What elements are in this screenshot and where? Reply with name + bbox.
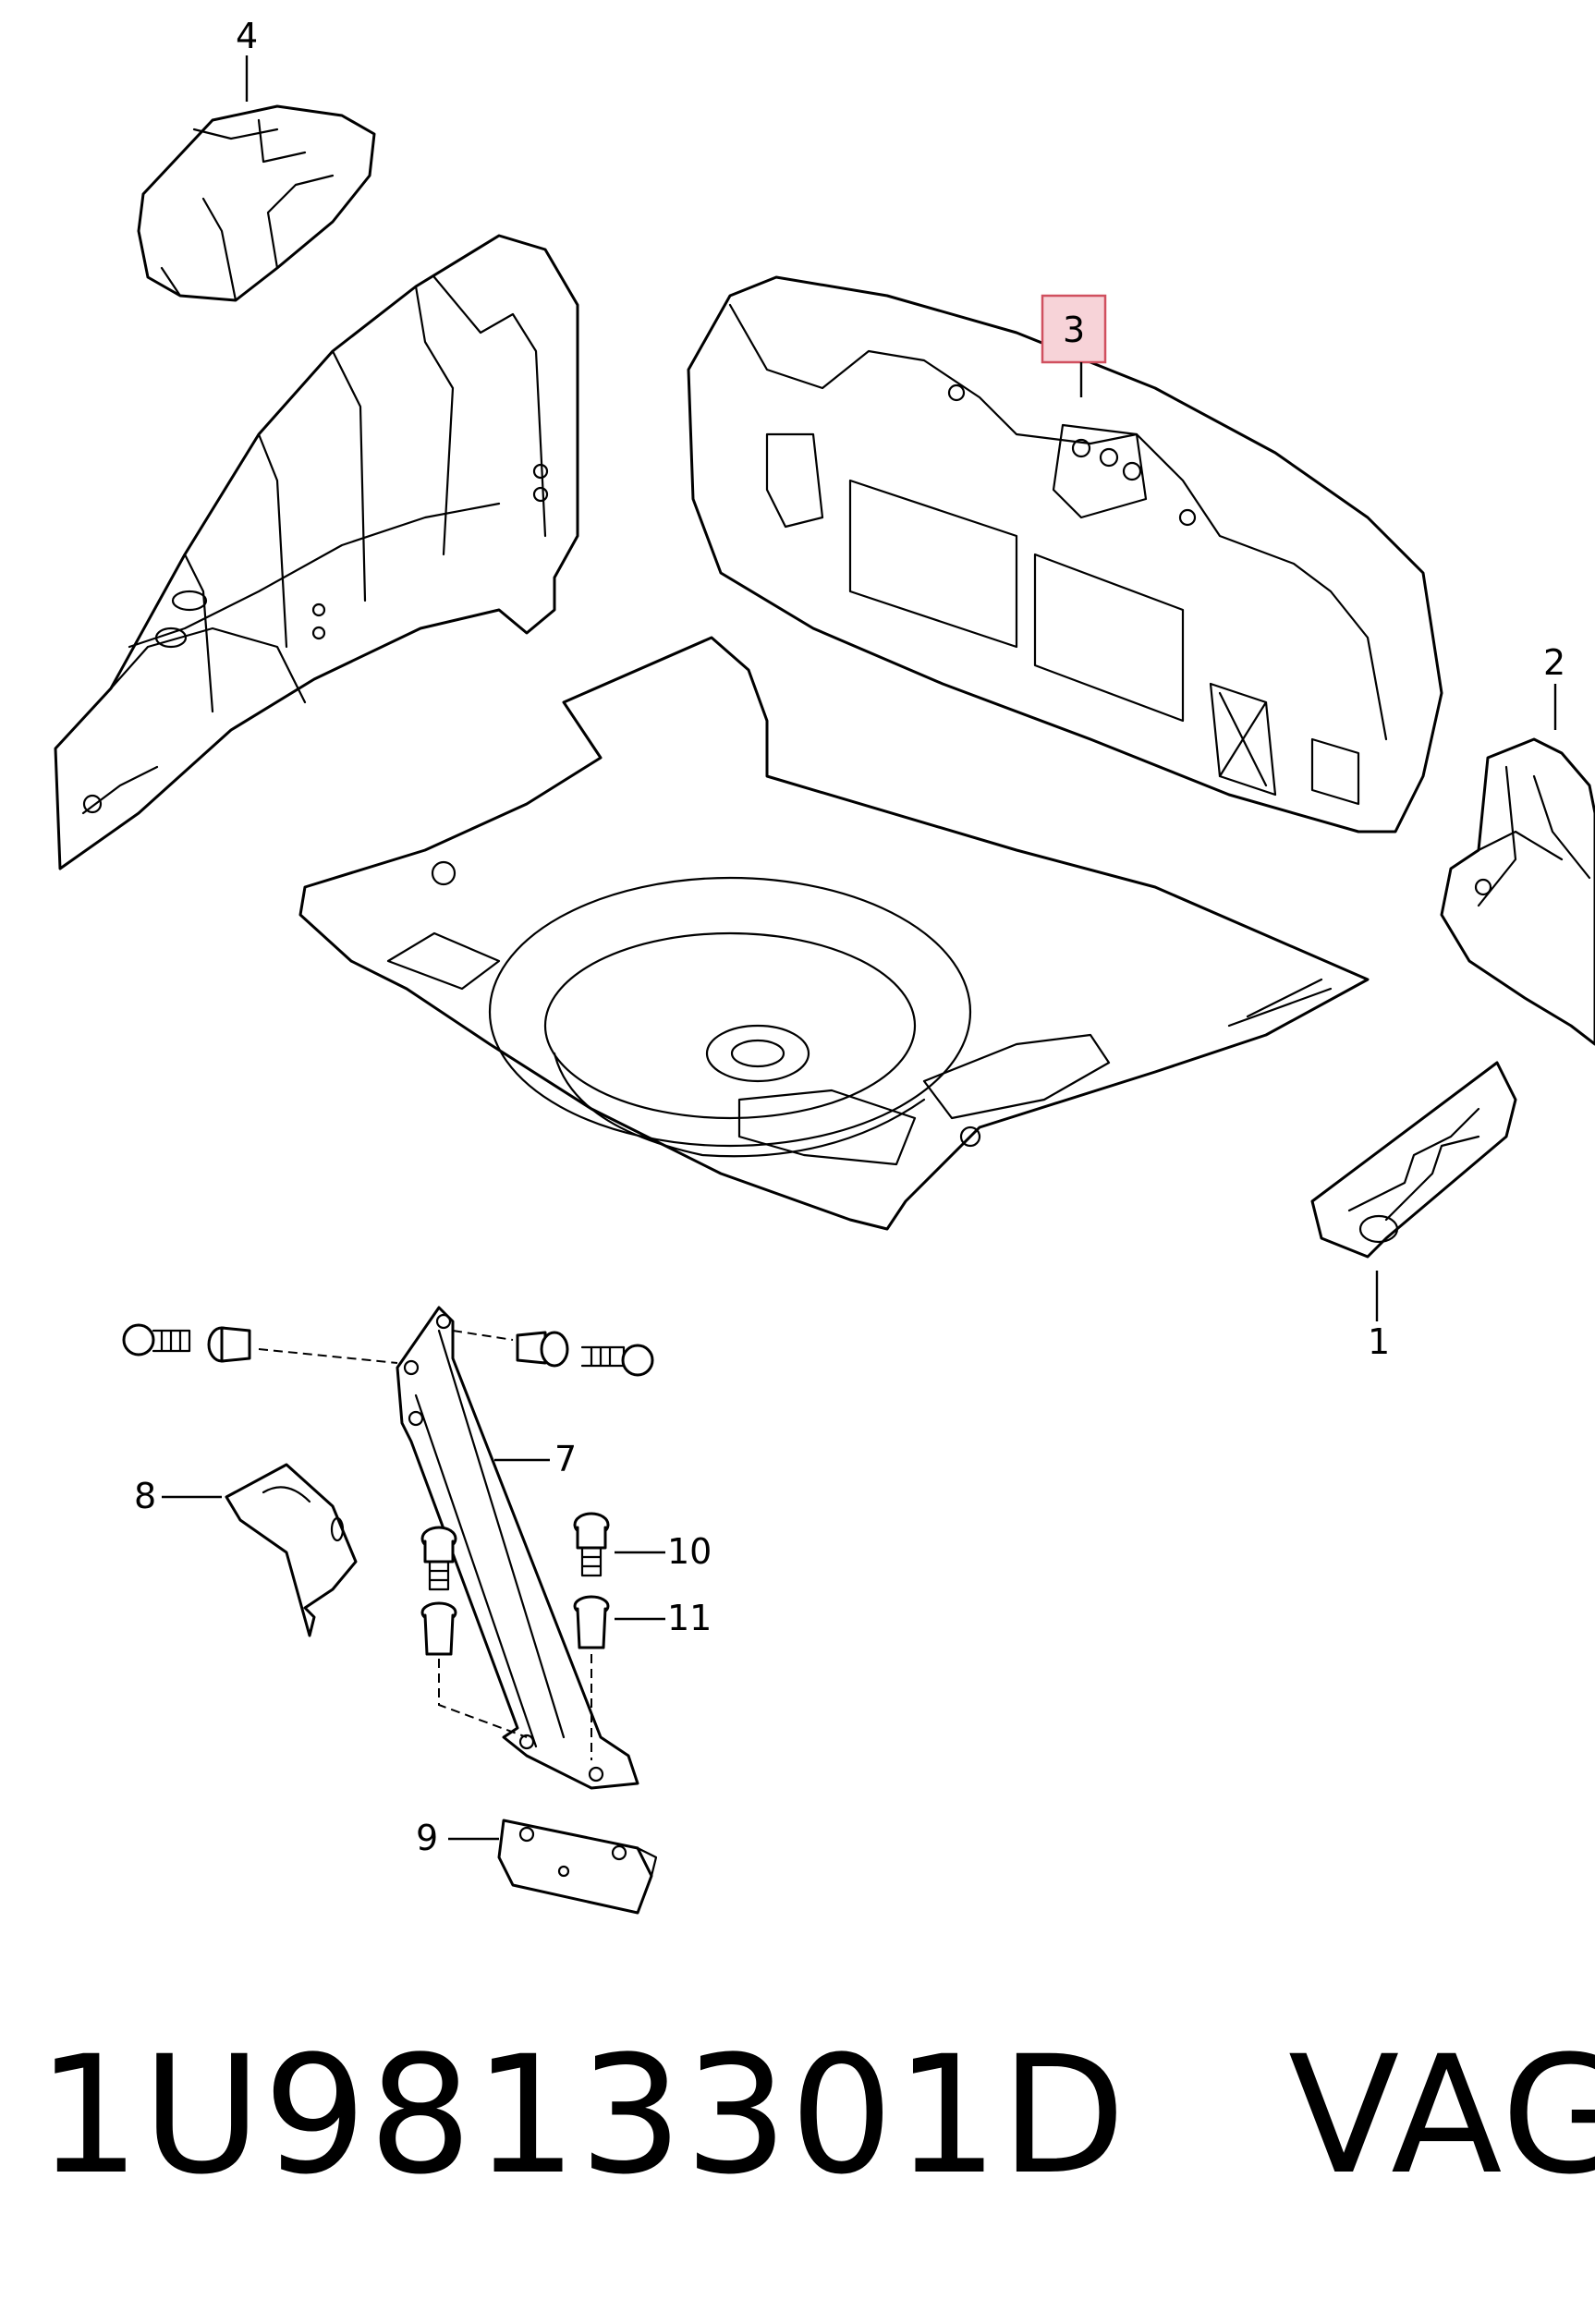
part-11-bushing <box>573 1595 610 1649</box>
bolt-top-left <box>122 1323 191 1357</box>
part-9-plate <box>497 1819 658 1915</box>
callout-3: 3 <box>1063 310 1085 350</box>
callout-10: 10 <box>667 1531 712 1572</box>
callout-1: 1 <box>1368 1321 1390 1362</box>
part-4-bracket <box>137 104 376 302</box>
callout-9: 9 <box>416 1818 438 1858</box>
part-7-strut <box>396 1306 639 1790</box>
part-8-bracket <box>225 1463 358 1637</box>
part-number: 1U9813301D <box>37 2021 1128 2210</box>
bolt-top-right <box>580 1344 654 1377</box>
caption-spacer <box>1127 2021 1288 2210</box>
part-number-caption: 1U9813301D VAG <box>37 2014 1595 2218</box>
bushing-center <box>420 1601 457 1656</box>
part-3-rear-panel <box>687 275 1443 833</box>
callout-8: 8 <box>134 1476 156 1516</box>
left-side-panel <box>54 234 579 870</box>
bushing-top-left <box>207 1326 251 1363</box>
callout-4: 4 <box>236 16 258 56</box>
part-2-side-panel <box>1440 737 1595 1046</box>
trunk-floor <box>298 636 1370 1231</box>
part-1-bracket <box>1310 1061 1517 1259</box>
bushing-top-right <box>516 1331 569 1368</box>
callout-11: 11 <box>667 1598 712 1638</box>
bolt-center <box>420 1526 457 1591</box>
callout-3-highlight <box>1041 294 1107 364</box>
brand-name: VAG <box>1288 2021 1595 2210</box>
callout-2: 2 <box>1543 642 1565 683</box>
part-10-bolt <box>573 1512 610 1577</box>
callout-7: 7 <box>554 1439 577 1479</box>
